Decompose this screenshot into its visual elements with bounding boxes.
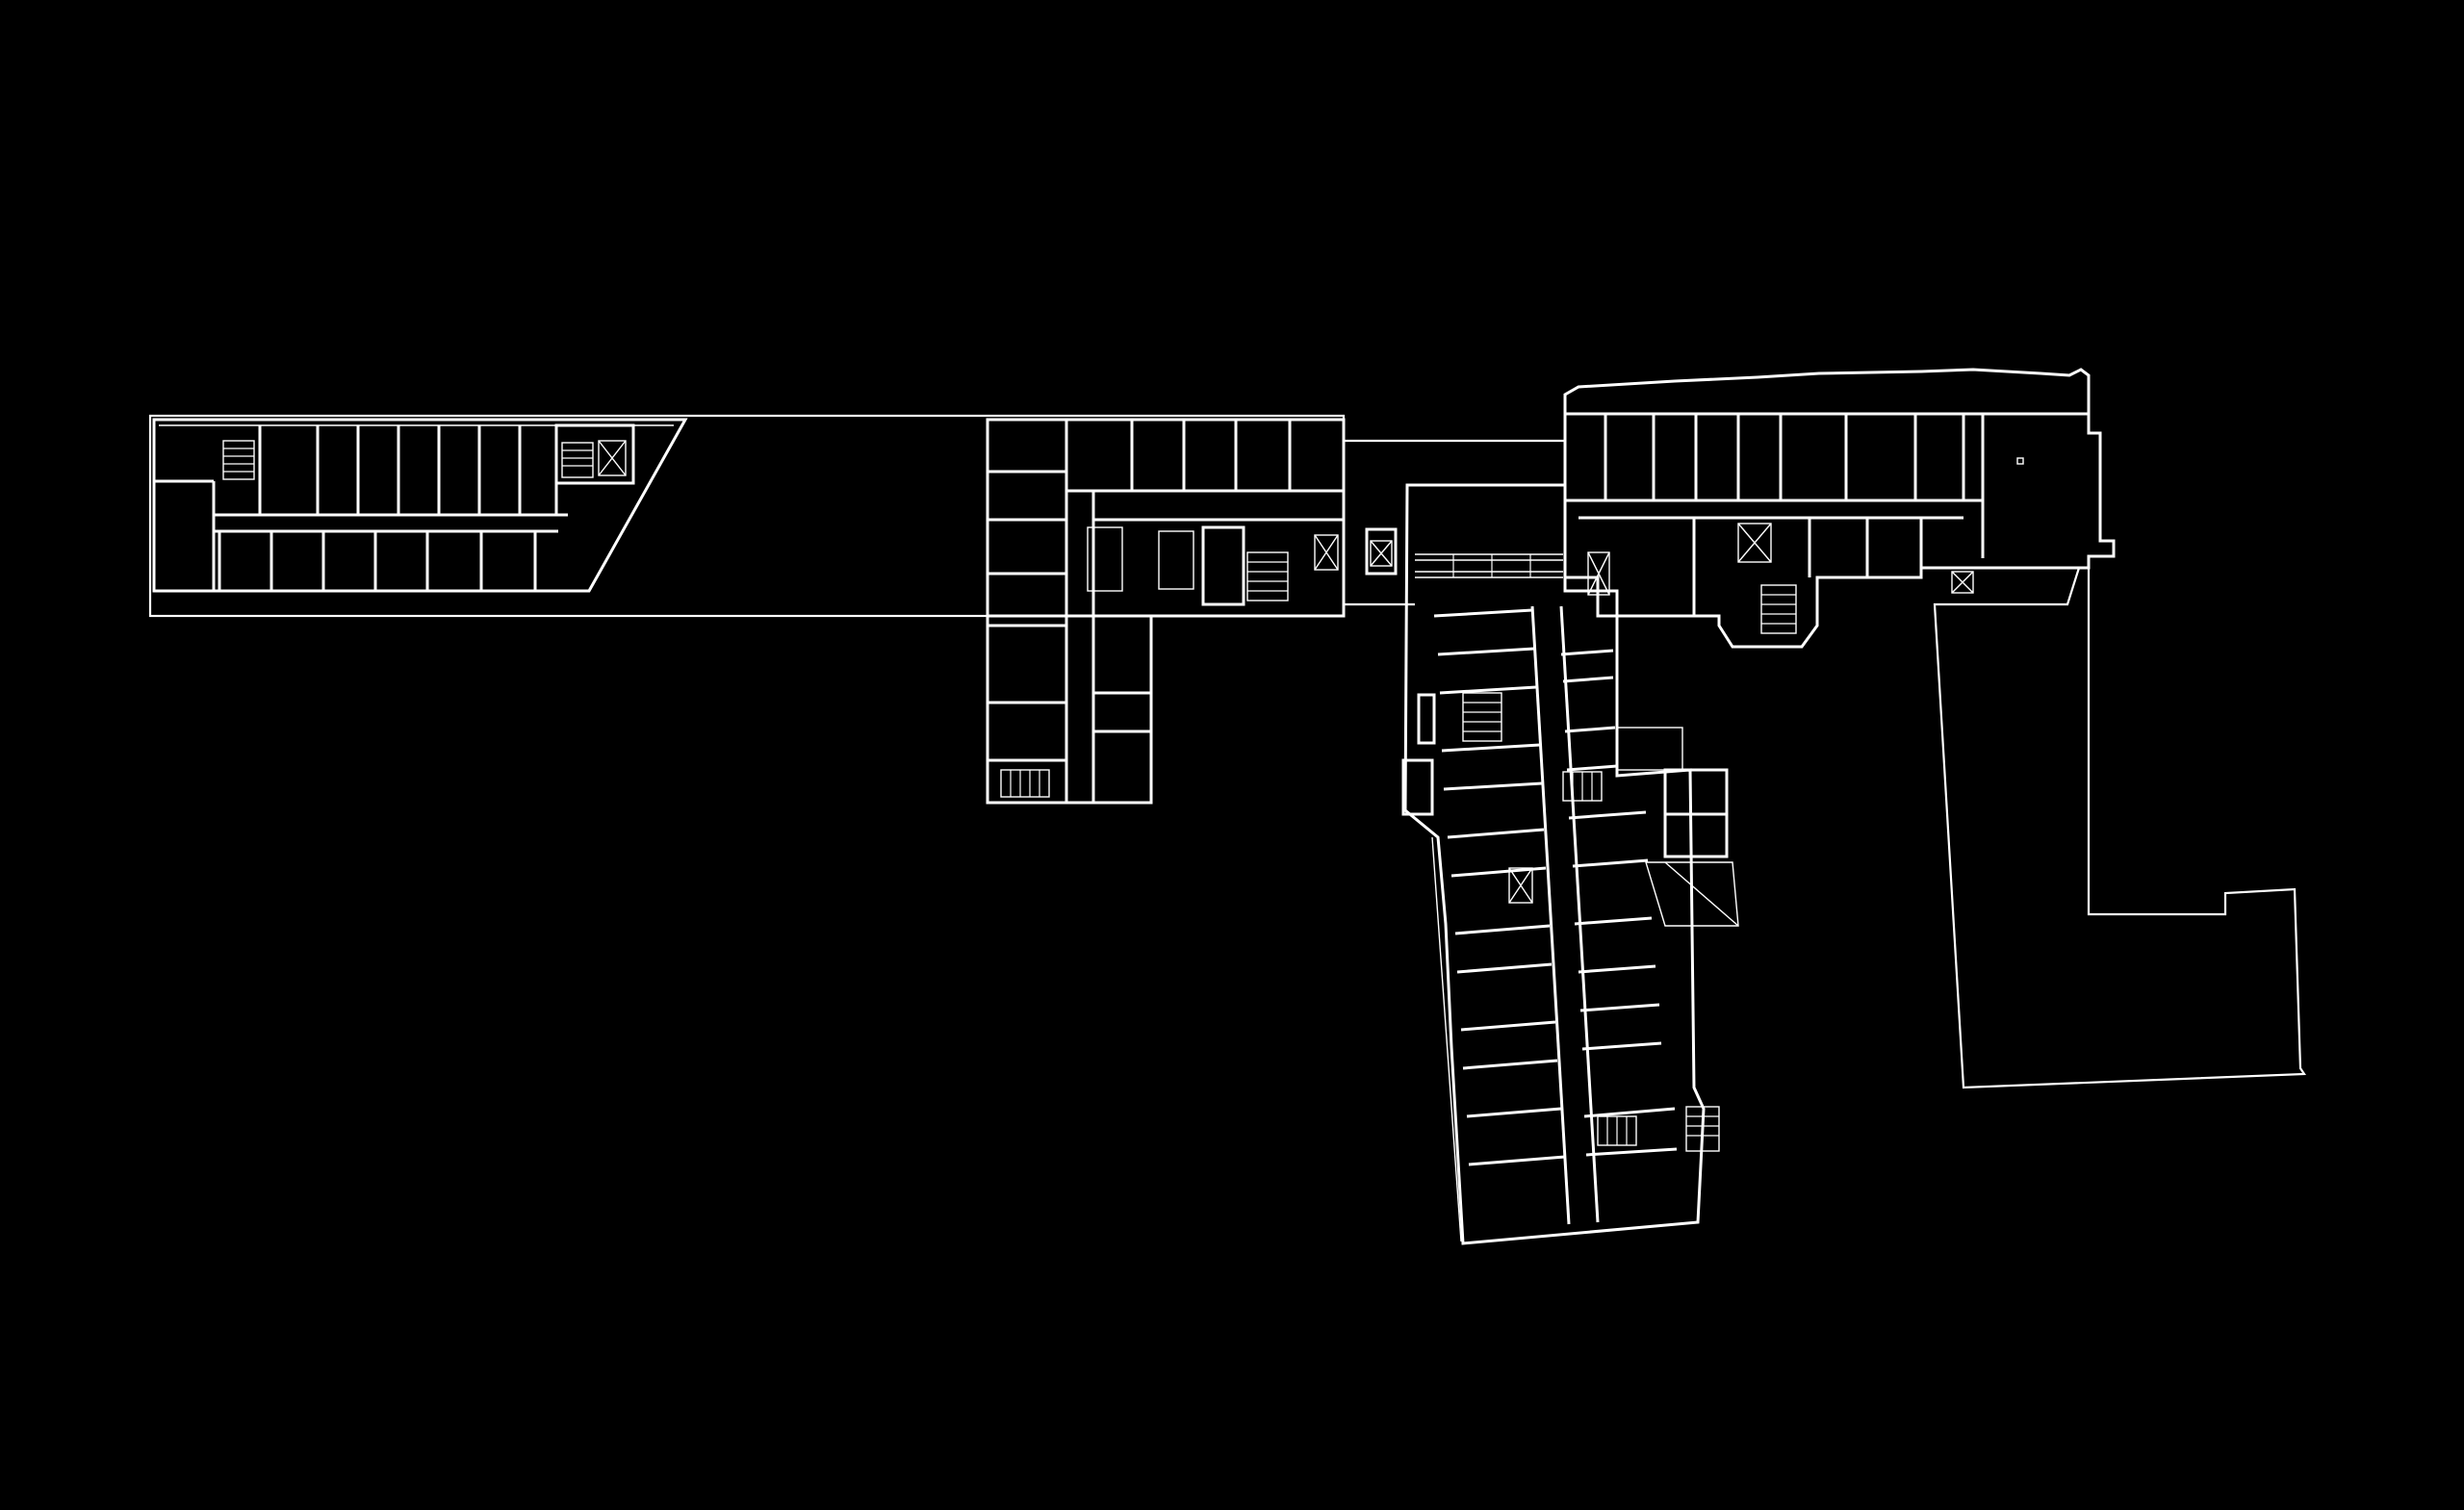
bridge-link	[1365, 527, 1563, 578]
middle-wing	[986, 418, 1346, 805]
south-wing	[1401, 483, 1739, 1245]
east-site-outline	[1933, 566, 2307, 1089]
east-main-block	[1563, 368, 2116, 649]
west-wing	[152, 418, 688, 593]
